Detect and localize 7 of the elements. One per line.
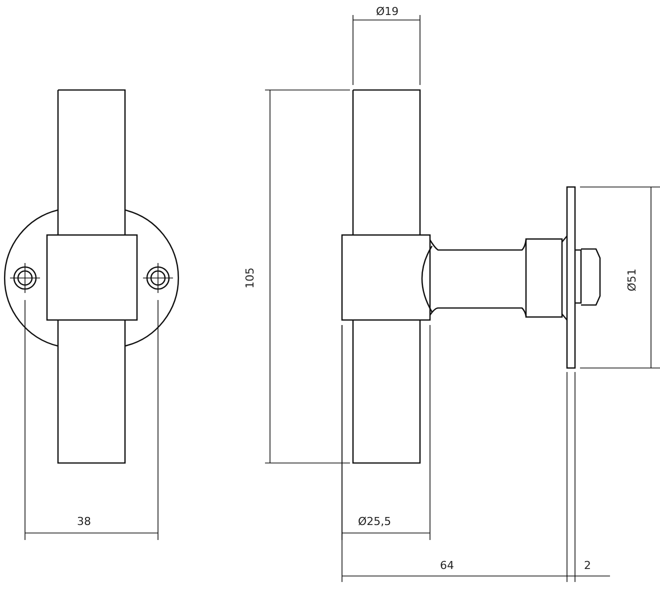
dimension-label: 64: [440, 560, 454, 571]
dimension-label: 38: [77, 516, 91, 527]
dimension-label: 105: [244, 268, 256, 288]
dimension-label: Ø51: [626, 268, 638, 292]
dimension-label: 2: [584, 560, 591, 571]
dimension-label: Ø19: [376, 6, 399, 17]
dimension-label: Ø25,5: [358, 516, 392, 527]
